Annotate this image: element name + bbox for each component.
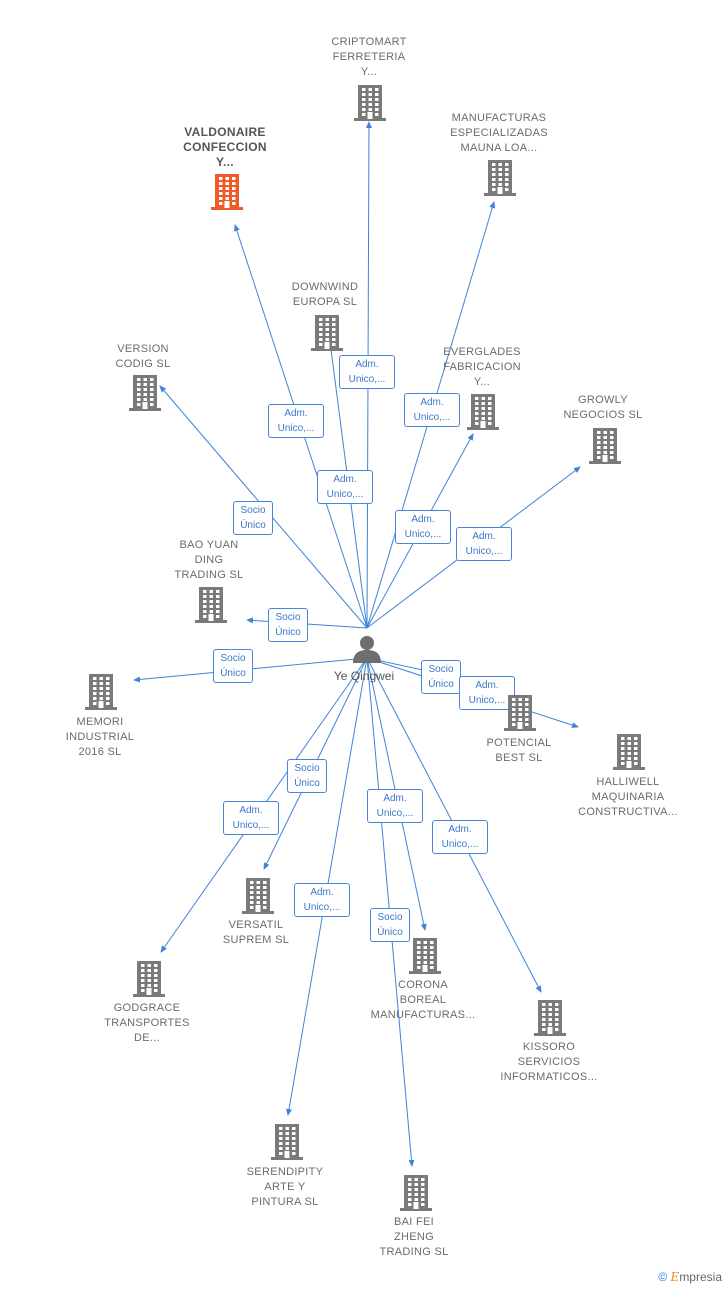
company-label-criptomart[interactable]: CRIPTOMART FERRETERIA Y... [331,36,407,78]
person-name[interactable]: Ye Qingwei [333,669,395,683]
edge-label-growly[interactable]: Adm. Unico,... [456,527,512,561]
brand-initial: E [670,1270,680,1284]
company-label-memori[interactable]: MEMORI INDUSTRIAL 2016 SL [65,716,135,758]
building-icon[interactable] [504,695,536,736]
building-icon[interactable] [484,160,516,201]
edge-label-serendipity[interactable]: Adm. Unico,... [294,883,350,917]
edge-label-valdonaire[interactable]: Adm. Unico,... [268,404,324,438]
company-label-godgrace[interactable]: GODGRACE TRANSPORTES DE... [104,1002,190,1044]
company-label-baifei[interactable]: BAI FEI ZHENG TRADING SL [379,1216,449,1258]
person-node[interactable] [350,633,384,667]
building-icon[interactable] [242,878,274,919]
building-icon[interactable] [211,174,243,215]
company-label-baoyuan[interactable]: BAO YUAN DING TRADING SL [174,539,244,581]
building-icon[interactable] [534,1000,566,1041]
person-icon [353,636,381,663]
edge-label-corona[interactable]: Adm. Unico,... [367,789,423,823]
building-icon[interactable] [311,315,343,356]
company-label-potencial[interactable]: POTENCIAL BEST SL [486,737,552,764]
edge-label-baoyuan[interactable]: Socio Único [268,608,308,642]
building-icon[interactable] [409,938,441,979]
company-label-everglades[interactable]: EVERGLADES FABRICACION Y... [443,346,521,388]
building-icon[interactable] [85,674,117,715]
edge-label-manufacturas[interactable]: Adm. Unico,... [404,393,460,427]
building-icon[interactable] [400,1175,432,1216]
building-icon[interactable] [133,961,165,1002]
edge-label-version[interactable]: Socio Único [233,501,273,535]
company-label-growly[interactable]: GROWLY NEGOCIOS SL [563,394,643,421]
edge-label-kissoro[interactable]: Adm. Unico,... [432,820,488,854]
building-icon[interactable] [613,734,645,775]
edge-label-downwind[interactable]: Adm. Unico,... [317,470,373,504]
edge-label-versatil[interactable]: Socio Único [287,759,327,793]
company-label-manufacturas[interactable]: MANUFACTURAS ESPECIALIZADAS MAUNA LOA... [450,112,548,154]
company-label-serendipity[interactable]: SERENDIPITY ARTE Y PINTURA SL [246,1166,324,1208]
edge-label-halliwell[interactable]: Adm. Unico,... [459,676,515,710]
building-icon[interactable] [271,1124,303,1165]
company-label-versatil[interactable]: VERSATIL SUPREM SL [222,919,290,946]
edge-label-criptomart[interactable]: Adm. Unico,... [339,355,395,389]
edge-label-baifei[interactable]: Socio Único [370,908,410,942]
building-icon[interactable] [467,394,499,435]
building-icon[interactable] [354,85,386,126]
building-icon[interactable] [589,428,621,469]
edge-label-memori[interactable]: Socio Único [213,649,253,683]
copyright-symbol: © [658,1270,668,1284]
company-label-valdonaire[interactable]: VALDONAIRE CONFECCION Y... [183,125,267,169]
company-label-halliwell[interactable]: HALLIWELL MAQUINARIA CONSTRUCTIVA... [578,776,678,818]
building-icon[interactable] [195,587,227,628]
building-icon[interactable] [129,375,161,416]
brand-name: mpresia [679,1270,722,1284]
edge-label-everglades[interactable]: Adm. Unico,... [395,510,451,544]
edge-label-potencial[interactable]: Socio Único [421,660,461,694]
brand-footer: © Empresia [658,1270,722,1284]
company-label-downwind[interactable]: DOWNWIND EUROPA SL [291,281,359,308]
company-label-kissoro[interactable]: KISSORO SERVICIOS INFORMATICOS... [500,1041,598,1083]
edge-label-godgrace[interactable]: Adm. Unico,... [223,801,279,835]
company-label-version[interactable]: VERSION CODIG SL [115,343,171,370]
company-label-corona[interactable]: CORONA BOREAL MANUFACTURAS... [370,979,476,1021]
